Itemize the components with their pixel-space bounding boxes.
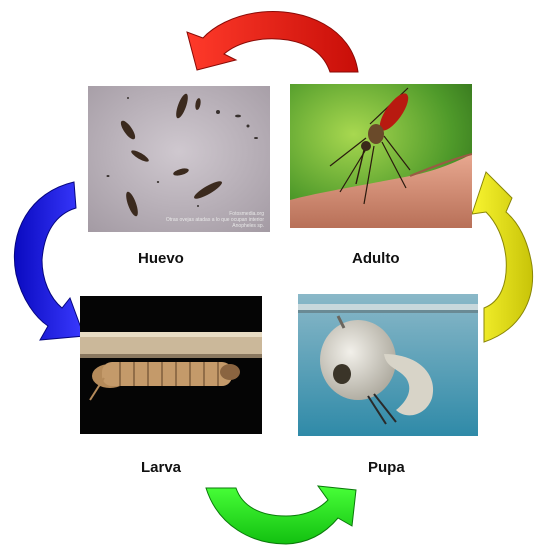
- arrow-larva-to-pupa: [206, 486, 356, 544]
- label-larva: Larva: [141, 459, 181, 476]
- egg-photo-credit: Fotosmedia.org Otras ovejas atadas a lo …: [166, 211, 264, 229]
- label-adult: Adulto: [352, 250, 399, 267]
- arrow-egg-to-larva: [14, 182, 84, 340]
- label-pupa: Pupa: [368, 459, 405, 476]
- credit-line-3: Anopheles sp.: [166, 223, 264, 229]
- egg-photo: Fotosmedia.org Otras ovejas atadas a lo …: [88, 86, 270, 232]
- arrow-adult-to-egg: [187, 12, 358, 73]
- label-egg: Huevo: [138, 250, 184, 267]
- pupa-photo: [298, 294, 478, 436]
- adult-photo: [290, 84, 472, 228]
- larva-photo: [80, 296, 262, 434]
- arrow-pupa-to-adult: [472, 172, 533, 342]
